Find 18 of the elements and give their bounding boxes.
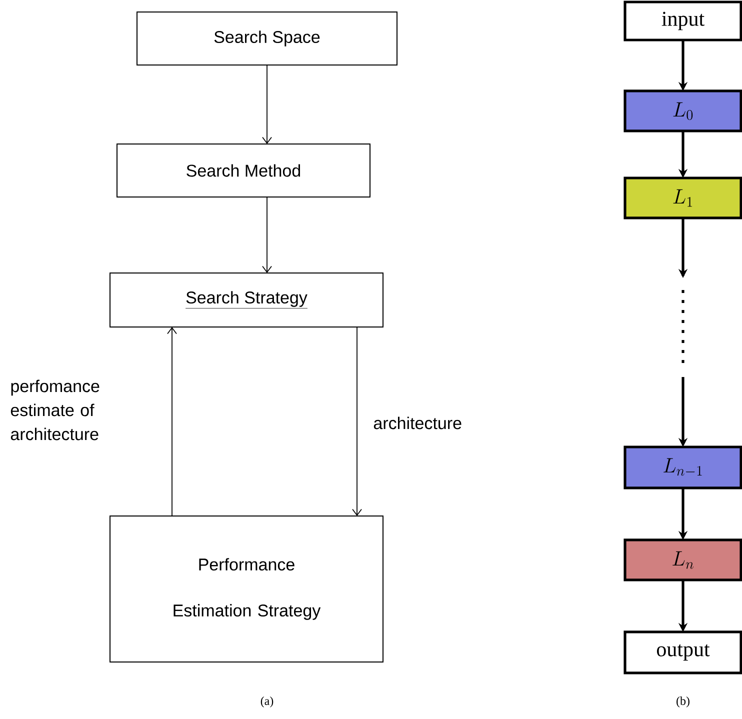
arrow — [167, 326, 177, 516]
process-box: Search Space — [136, 11, 398, 66]
edge-label: architecture — [374, 416, 462, 430]
layer-box: output — [624, 630, 742, 674]
arrow — [262, 64, 272, 144]
subfigure-caption: (a) — [260, 696, 274, 708]
layer-box: $L_{n-1}$ — [624, 446, 742, 490]
process-box: Performance Estimation Strategy — [110, 515, 384, 662]
edge-label: perfomance estimate of architecture — [10, 380, 100, 440]
process-box: Search Method — [116, 143, 370, 198]
layer-box: $L_{n}$ — [624, 538, 742, 582]
layer-box: $L_{1}$ — [624, 176, 742, 220]
arrow — [352, 326, 362, 516]
subfigure-caption: (b) — [676, 696, 690, 708]
process-box: Search Strategy — [110, 272, 384, 328]
arrow — [262, 196, 272, 273]
layer-box: input — [624, 0, 742, 42]
layer-box: $L_{0}$ — [624, 90, 742, 132]
